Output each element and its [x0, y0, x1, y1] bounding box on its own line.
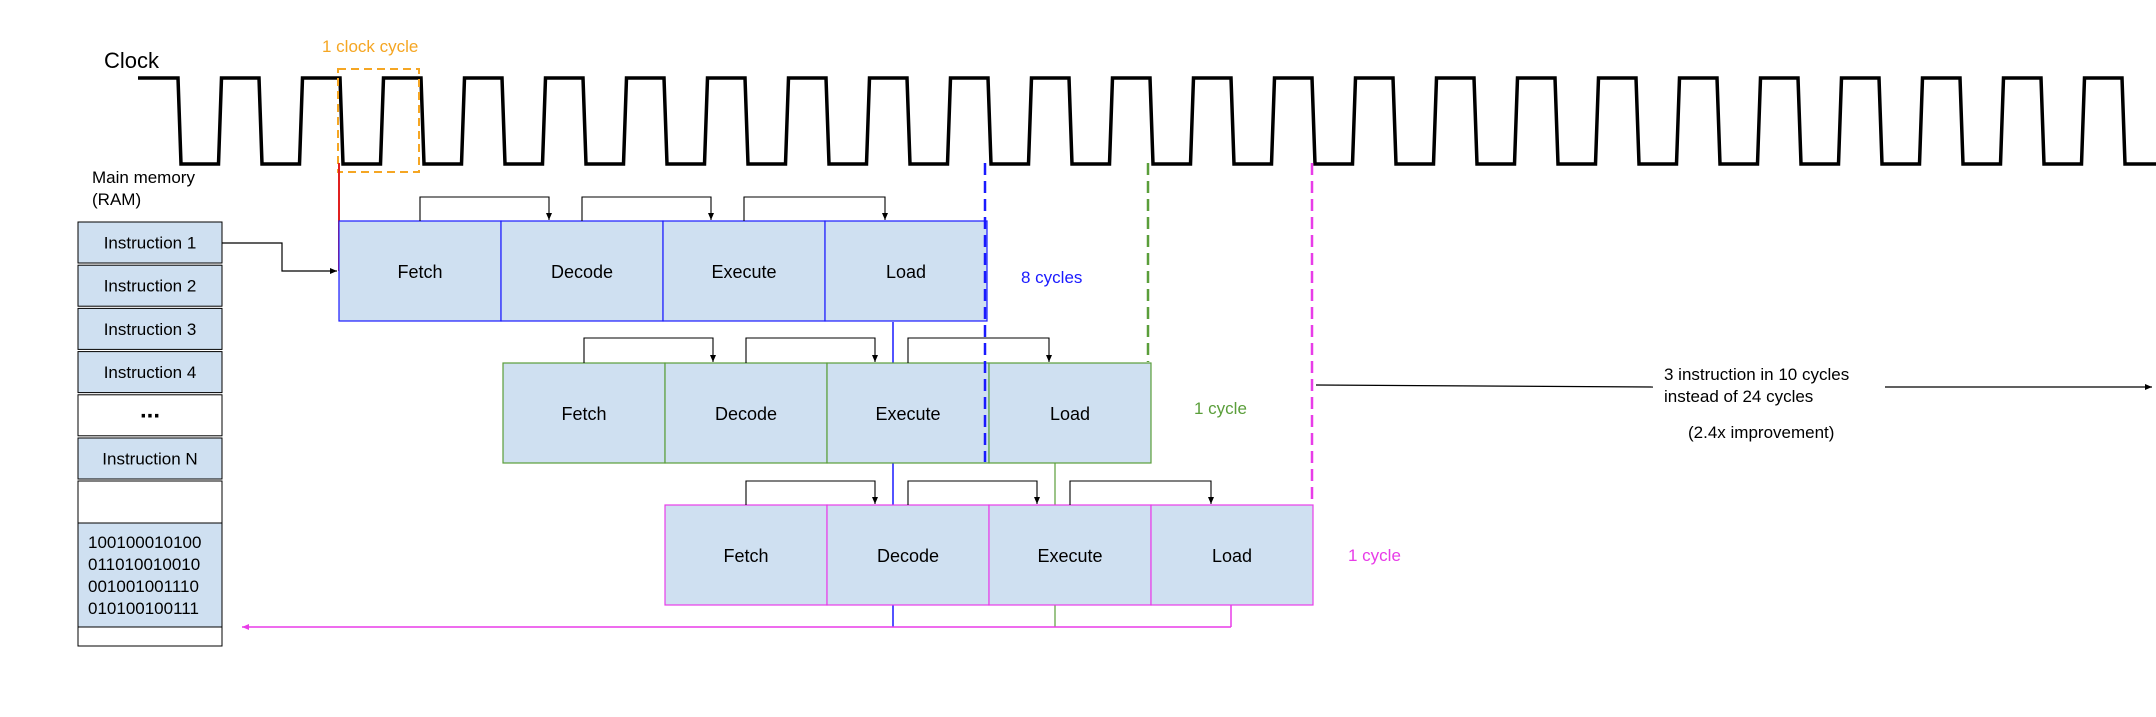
stage-fetch	[664, 504, 828, 606]
summary-line-3: (2.4x improvement)	[1688, 423, 1834, 442]
stage-load	[824, 220, 988, 322]
pipeline2-cycles-label: 1 cycle	[1194, 399, 1247, 418]
memory-cell-label: Instruction 3	[104, 320, 197, 339]
binary-line: 011010010010	[88, 555, 200, 574]
clock-cycle-label: 1 clock cycle	[322, 37, 418, 56]
memory-subtitle: (RAM)	[92, 190, 141, 209]
stage-decode	[826, 504, 990, 606]
memory-table: Instruction 1 Instruction 2 Instruction 3 I…	[77, 221, 223, 647]
stage-execute	[988, 504, 1152, 606]
stage-transition-arrow	[1069, 480, 1214, 505]
binary-line: 100100010100	[88, 533, 201, 552]
stage-label: Execute	[1037, 546, 1102, 566]
stage-transition-arrow	[581, 196, 714, 221]
stage-label: Fetch	[561, 404, 606, 424]
memory-empty-cell	[77, 480, 223, 524]
stage-decode	[664, 362, 828, 464]
summary-line-1: 3 instruction in 10 cycles	[1664, 365, 1849, 384]
stage-transition-arrow	[907, 480, 1040, 505]
clock-waveform	[138, 76, 2156, 166]
pipeline-2: Fetch Decode Execute Load	[502, 337, 1152, 464]
stage-load	[1150, 504, 1314, 606]
stage-execute	[826, 362, 990, 464]
memory-cell-label: Instruction 2	[104, 277, 197, 296]
summary-line-2: instead of 24 cycles	[1664, 387, 1813, 406]
stage-label: Load	[1050, 404, 1090, 424]
instruction-fetch-arrow	[222, 242, 337, 274]
stage-load	[988, 362, 1152, 464]
stage-execute	[662, 220, 826, 322]
memory-cell-label: Instruction 4	[104, 363, 197, 382]
stage-label: Decode	[877, 546, 939, 566]
stage-label: Fetch	[397, 262, 442, 282]
stage-label: Execute	[711, 262, 776, 282]
summary-arrow-left	[1315, 384, 1654, 388]
stage-transition-arrow	[583, 337, 716, 363]
memory-cell	[77, 394, 223, 437]
stage-transition-arrow	[907, 337, 1052, 363]
stage-transition-arrow	[745, 337, 878, 363]
stage-label: Load	[1212, 546, 1252, 566]
stage-label: Decode	[551, 262, 613, 282]
stage-label: Execute	[875, 404, 940, 424]
stage-decode	[500, 220, 664, 322]
stage-label: Decode	[715, 404, 777, 424]
memory-cell-label: ...	[140, 396, 160, 423]
pipeline-3: Fetch Decode Execute Load	[664, 480, 1314, 606]
memory-cell	[77, 437, 223, 480]
stage-transition-arrow	[743, 196, 888, 221]
memory-last-cell	[77, 626, 223, 647]
binary-line: 001001001110	[88, 577, 199, 596]
binary-line: 010100100111	[88, 599, 199, 618]
stage-transition-arrow	[745, 480, 878, 505]
pipeline1-cycles-label: 8 cycles	[1021, 268, 1082, 287]
clock-label: Clock	[104, 48, 160, 73]
stage-transition-arrow	[419, 196, 552, 221]
memory-cell	[77, 221, 223, 264]
memory-title: Main memory	[92, 168, 195, 187]
stage-label: Load	[886, 262, 926, 282]
memory-cell	[77, 264, 223, 307]
memory-cell	[77, 307, 223, 350]
memory-cell-label: Instruction 1	[104, 234, 197, 253]
clock-cycle-highlight	[337, 68, 420, 173]
memory-cell	[77, 351, 223, 394]
pipeline3-cycles-label: 1 cycle	[1348, 546, 1401, 565]
stage-label: Fetch	[723, 546, 768, 566]
memory-cell-label: Instruction N	[102, 450, 197, 469]
pipeline-1: Fetch Decode Execute Load	[338, 196, 988, 322]
